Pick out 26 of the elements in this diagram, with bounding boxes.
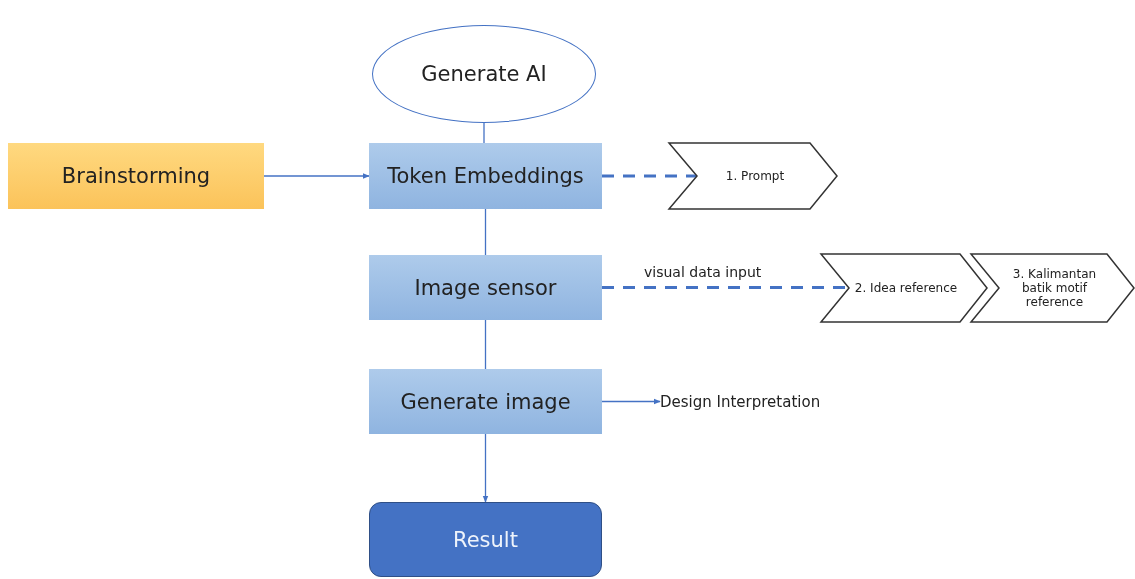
- process-box: [369, 255, 602, 320]
- node-label: 2. Idea reference: [854, 281, 958, 295]
- node-label: Brainstorming: [61, 164, 211, 188]
- node-label: Design Interpretation: [660, 393, 821, 411]
- process-box: [369, 143, 602, 209]
- node-label: Generate AI: [421, 62, 547, 86]
- result-box: [369, 502, 602, 577]
- node-label: 3. Kalimantan batik motif reference: [1011, 267, 1098, 309]
- node-label: Result: [453, 527, 518, 552]
- node-label: Generate image: [400, 389, 571, 414]
- connector-line: [483, 122, 485, 144]
- process-box: [8, 143, 264, 209]
- connector-line: [484, 208, 487, 256]
- node-label: Image sensor: [414, 275, 557, 300]
- chevron-shape: [970, 253, 1135, 323]
- chevron-shape: [668, 142, 838, 210]
- arrow: [601, 398, 661, 405]
- connector-line: [484, 319, 487, 370]
- node-label: Token Embeddings: [387, 164, 584, 188]
- node-label: 1. Prompt: [725, 169, 785, 183]
- edge-label: visual data input: [642, 263, 764, 280]
- chevron-shape: [820, 253, 988, 323]
- arrow: [263, 173, 370, 179]
- arrow: [482, 433, 489, 503]
- process-box: [369, 369, 602, 434]
- dashed-connector: [602, 286, 848, 289]
